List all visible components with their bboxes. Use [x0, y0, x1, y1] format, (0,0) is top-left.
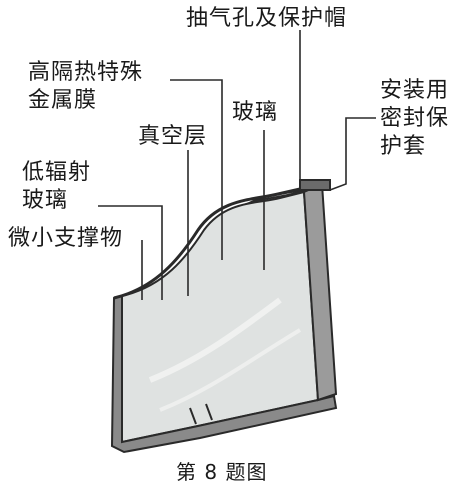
label-glass: 玻璃: [232, 100, 279, 125]
label-lowe-1: 低辐射: [22, 160, 92, 185]
top-wavy-edge: [113, 182, 323, 300]
label-seal-2: 密封保: [380, 106, 450, 131]
label-heat-film-2: 金属膜: [28, 88, 98, 113]
support-mark: [189, 407, 197, 425]
exhaust-cap: [299, 179, 331, 191]
reflection: [148, 297, 282, 383]
front-glass-pane: [121, 190, 320, 444]
label-seal-1: 安装用: [380, 78, 450, 103]
leader-lowe: [98, 205, 163, 300]
label-heat-film-1: 高隔热特殊: [28, 60, 144, 85]
label-support: 微小支撑物: [8, 226, 124, 251]
label-seal-3: 护套: [380, 134, 427, 159]
support-mark: [205, 403, 213, 421]
label-exhaust-hole: 抽气孔及保护帽: [186, 6, 348, 31]
label-vacuum-layer: 真空层: [138, 124, 208, 149]
figure-caption: 第 8 题图: [176, 460, 268, 484]
leader-seal: [329, 117, 376, 191]
label-lowe-2: 玻璃: [22, 188, 69, 213]
leader-metal-film: [170, 79, 223, 260]
seal-frame: [110, 294, 338, 454]
reflection: [159, 328, 302, 412]
